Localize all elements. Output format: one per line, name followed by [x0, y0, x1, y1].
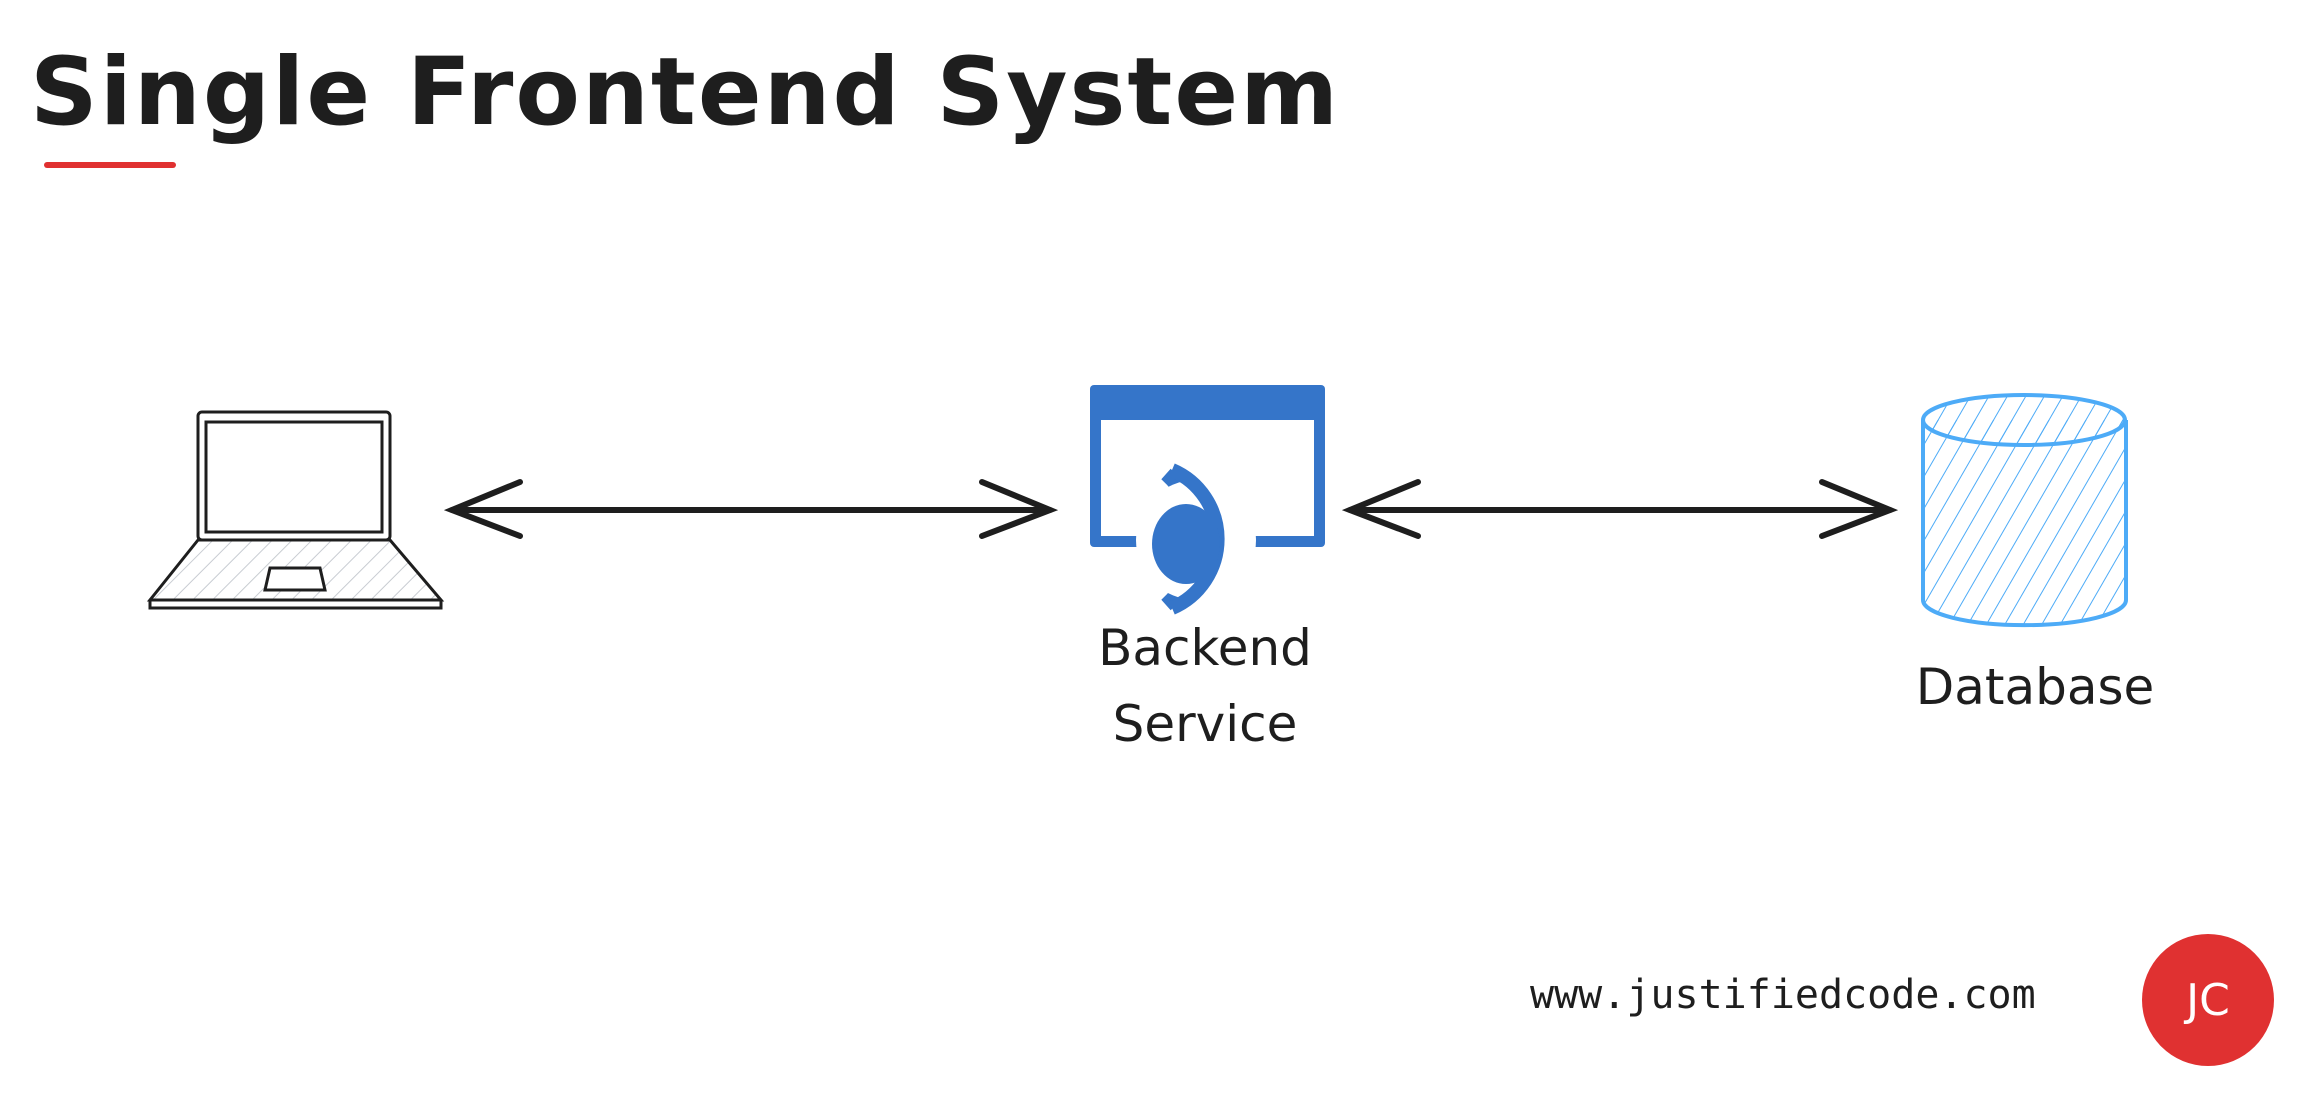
backend-service-label: Backend Service: [1060, 610, 1350, 762]
server-icon: [1090, 385, 1325, 615]
laptop-icon: [146, 410, 445, 610]
database-icon: [1921, 393, 2128, 628]
website-url[interactable]: www.justifiedcode.com: [1530, 972, 2036, 1018]
database-label: Database: [1915, 658, 2155, 716]
diagram-title: Single Frontend System: [30, 38, 1341, 147]
bidirectional-arrow-backend-database: [1341, 479, 1899, 539]
backend-label-line2: Service: [1112, 695, 1298, 753]
bidirectional-arrow-client-backend: [443, 479, 1059, 539]
backend-label-line1: Backend: [1098, 619, 1312, 677]
title-underline: [44, 162, 176, 168]
jc-logo: JC: [2142, 934, 2274, 1066]
